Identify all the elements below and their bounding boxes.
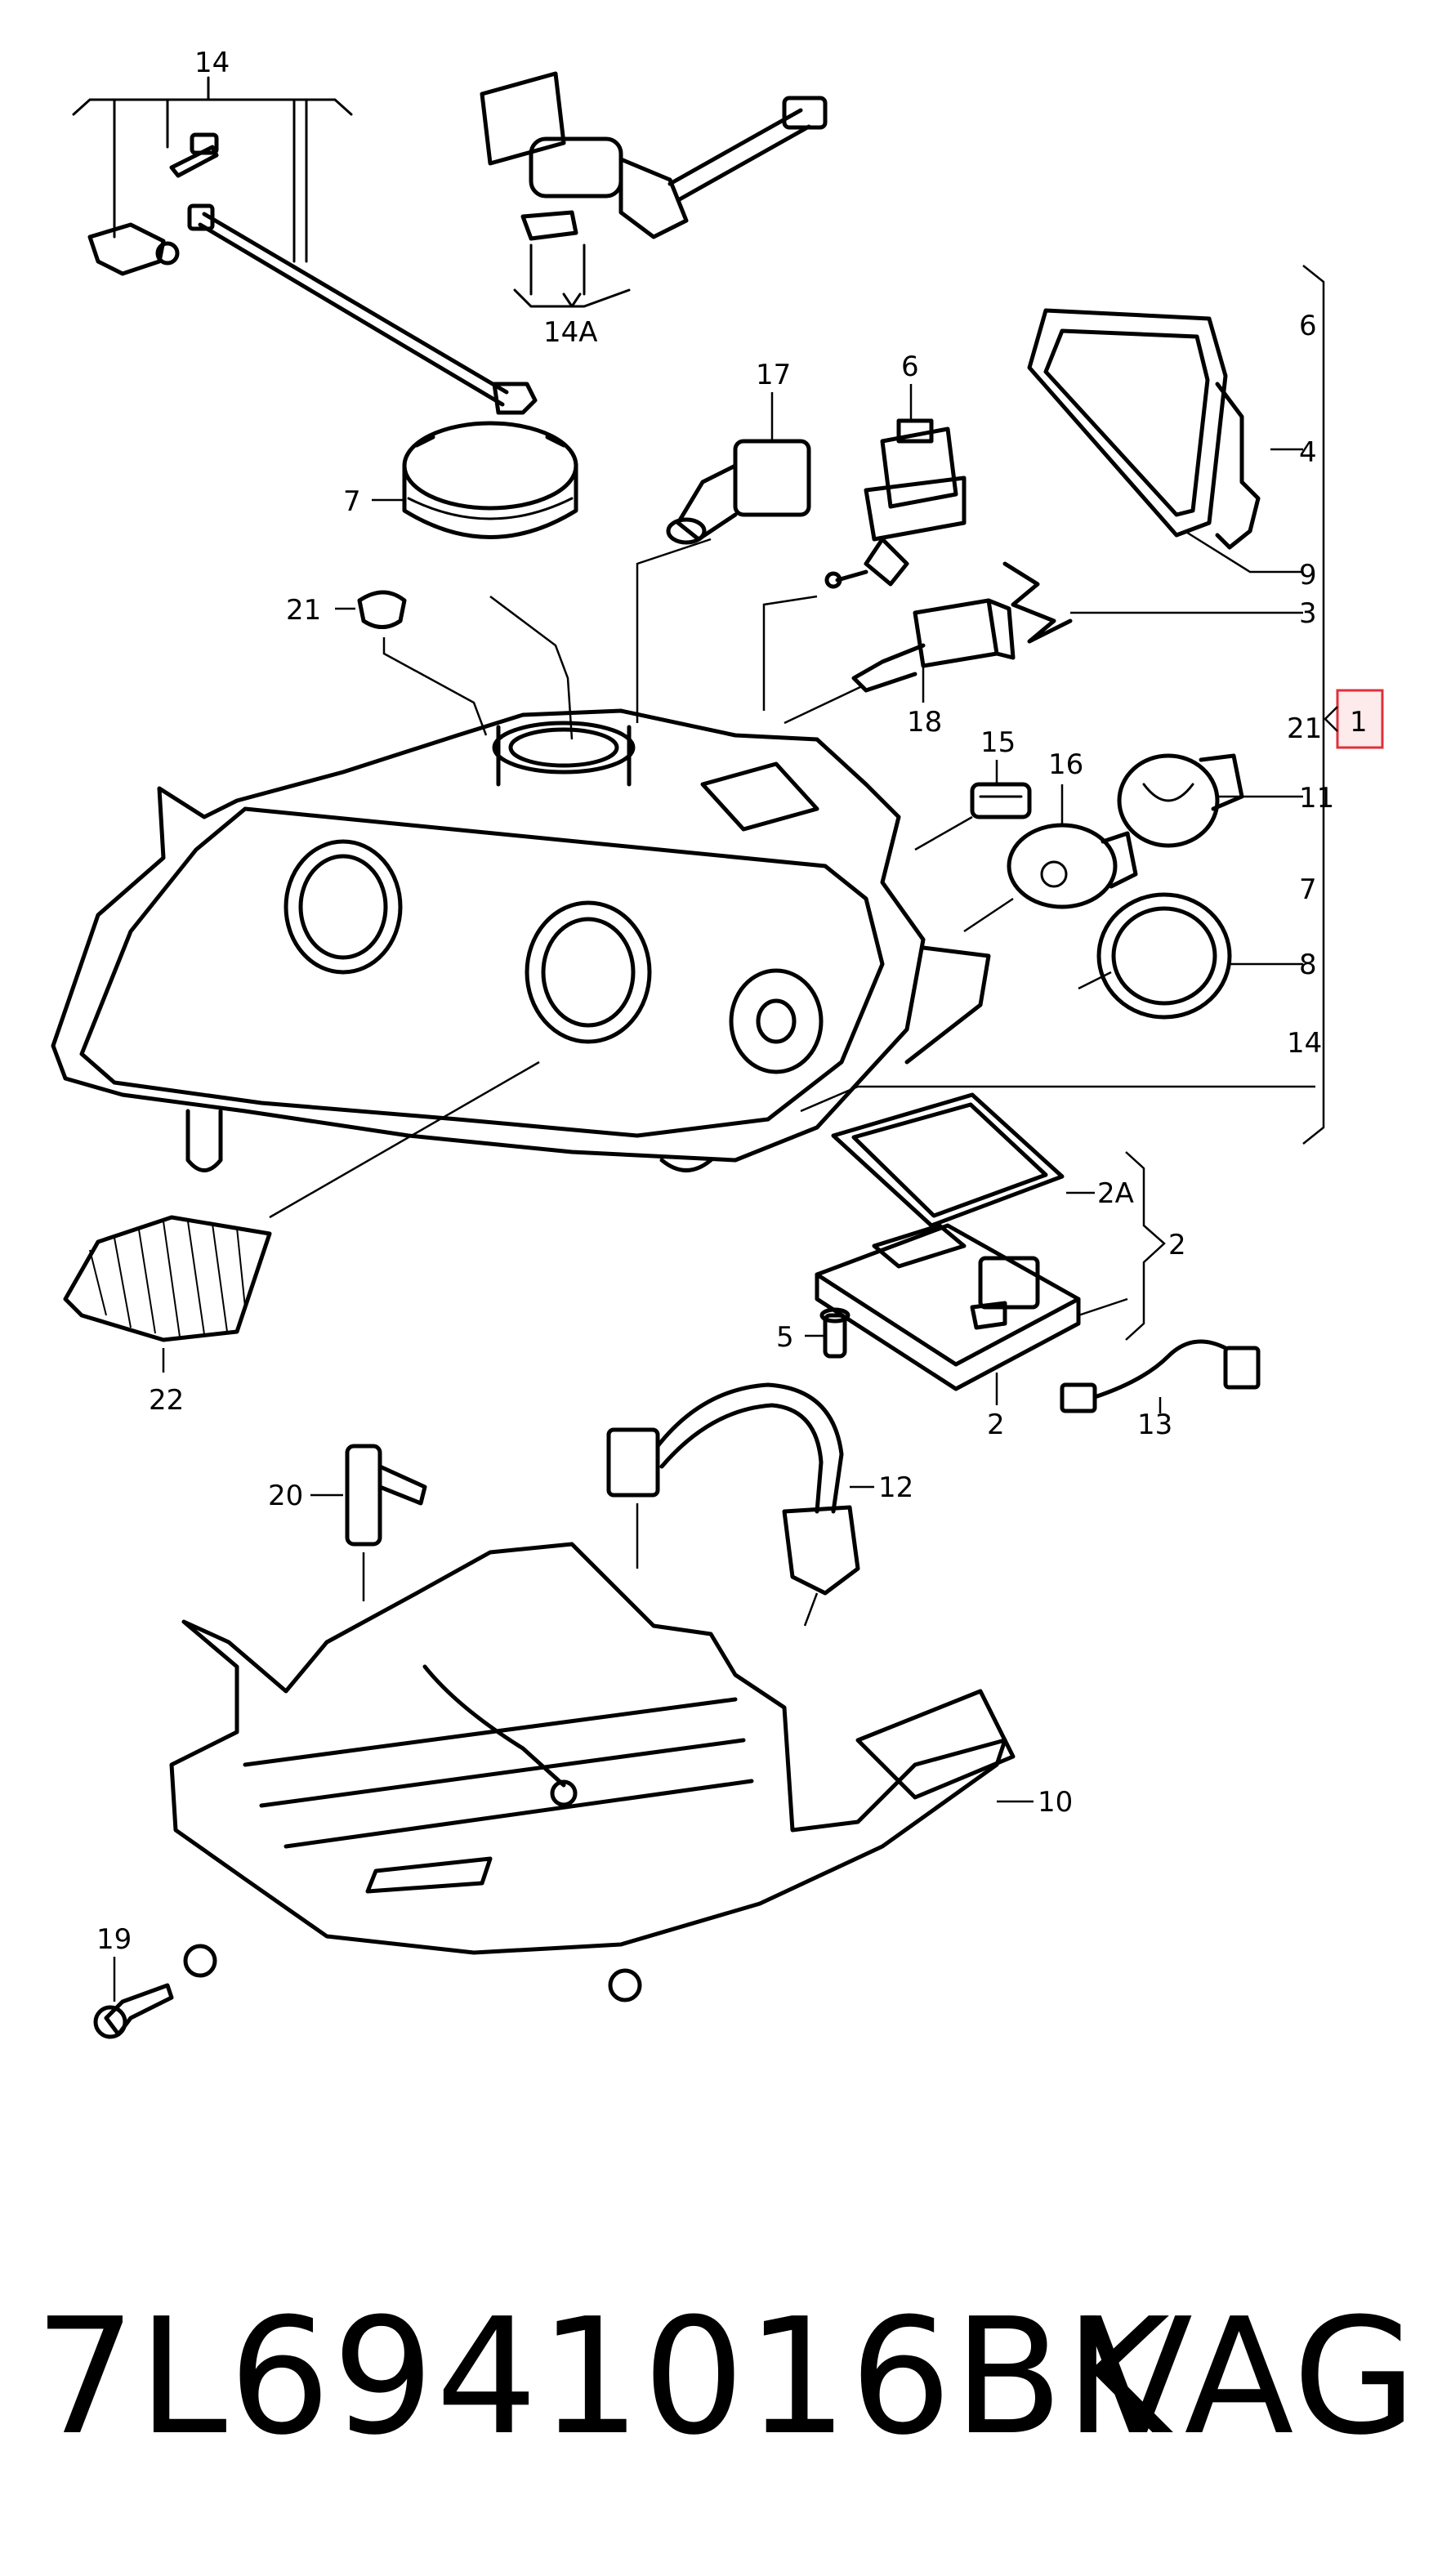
callout-6-igniter: 6 bbox=[901, 350, 919, 383]
highlight-box bbox=[1336, 689, 1384, 749]
cover-gasket bbox=[1027, 308, 1228, 538]
adjuster-motor-assembly bbox=[480, 71, 828, 308]
callout-3: 3 bbox=[1299, 597, 1317, 630]
bulb-indicator bbox=[1007, 823, 1138, 909]
callout-14a: 14A bbox=[543, 316, 598, 349]
xenon-control-unit bbox=[815, 1223, 1081, 1391]
callout-5: 5 bbox=[776, 1321, 794, 1354]
callout-8: 8 bbox=[1299, 949, 1317, 981]
headlamp-housing bbox=[51, 708, 991, 1172]
assembly-bracket-1 bbox=[1302, 265, 1325, 1145]
part-footer: 7L6941016BK VAG bbox=[0, 2271, 1451, 2516]
lens-cover bbox=[63, 1215, 272, 1342]
callout-6-right: 6 bbox=[1299, 310, 1317, 342]
callout-17: 17 bbox=[756, 359, 791, 391]
callout-13: 13 bbox=[1137, 1409, 1172, 1441]
bulb-holder bbox=[1117, 753, 1244, 848]
spring-clip bbox=[1002, 561, 1073, 644]
callout-4: 4 bbox=[1299, 436, 1317, 469]
wiring-harness-long bbox=[606, 1382, 860, 1596]
assembly-bracket-2 bbox=[1125, 1151, 1166, 1341]
callout-14-top: 14 bbox=[194, 47, 230, 79]
callout-16: 16 bbox=[1048, 748, 1083, 781]
screw bbox=[819, 1307, 851, 1359]
bulb-wedge bbox=[970, 782, 1032, 819]
callout-10: 10 bbox=[1038, 1786, 1073, 1819]
callout-12: 12 bbox=[878, 1471, 913, 1504]
brand-name: VAG bbox=[1083, 2284, 1418, 2471]
callout-11: 11 bbox=[1299, 782, 1334, 815]
sealing-plug bbox=[357, 590, 407, 629]
callout-22: 22 bbox=[149, 1384, 184, 1417]
part-number: 7L6941016BK bbox=[34, 2284, 1172, 2471]
xenon-bulb bbox=[851, 598, 1016, 693]
callout-9: 9 bbox=[1299, 559, 1317, 592]
callout-20: 20 bbox=[268, 1480, 303, 1512]
xenon-igniter bbox=[824, 418, 967, 589]
wiring-harness-short bbox=[1060, 1339, 1261, 1413]
retaining-clip bbox=[1215, 382, 1261, 550]
callout-2-module: 2 bbox=[987, 1409, 1005, 1441]
exploded-parts-diagram: 14 14A 17 6 7 21 18 15 16 22 6 4 9 3 21 … bbox=[51, 47, 1384, 2039]
control-unit-gasket bbox=[831, 1092, 1065, 1228]
callout-2-bracket: 2 bbox=[1168, 1229, 1186, 1261]
bolt bbox=[93, 1983, 174, 2039]
callout-21-plug: 21 bbox=[286, 594, 321, 627]
callout-7-cap: 7 bbox=[343, 485, 361, 518]
callout-labels: 14 14A 17 6 7 21 18 15 16 22 6 4 9 3 21 … bbox=[96, 47, 1368, 1956]
sealing-ring bbox=[1096, 892, 1232, 1020]
callout-18: 18 bbox=[907, 706, 942, 739]
callout-21-right: 21 bbox=[1287, 712, 1322, 745]
highlight-arrow bbox=[1324, 706, 1338, 732]
bulb-h7 bbox=[666, 439, 811, 545]
callout-15: 15 bbox=[980, 726, 1016, 759]
headlamp-bracket bbox=[169, 1542, 1016, 2002]
callout-14-right: 14 bbox=[1287, 1027, 1322, 1060]
headlamp-cover-cap bbox=[402, 421, 578, 539]
adjuster-rod-assembly bbox=[72, 76, 538, 415]
leader-lines bbox=[113, 384, 1315, 2002]
callout-2a: 2A bbox=[1097, 1177, 1134, 1210]
callout-19: 19 bbox=[96, 1923, 132, 1956]
removal-tool bbox=[345, 1444, 427, 1547]
callout-7-right: 7 bbox=[1299, 873, 1317, 906]
callout-1: 1 bbox=[1350, 706, 1368, 739]
